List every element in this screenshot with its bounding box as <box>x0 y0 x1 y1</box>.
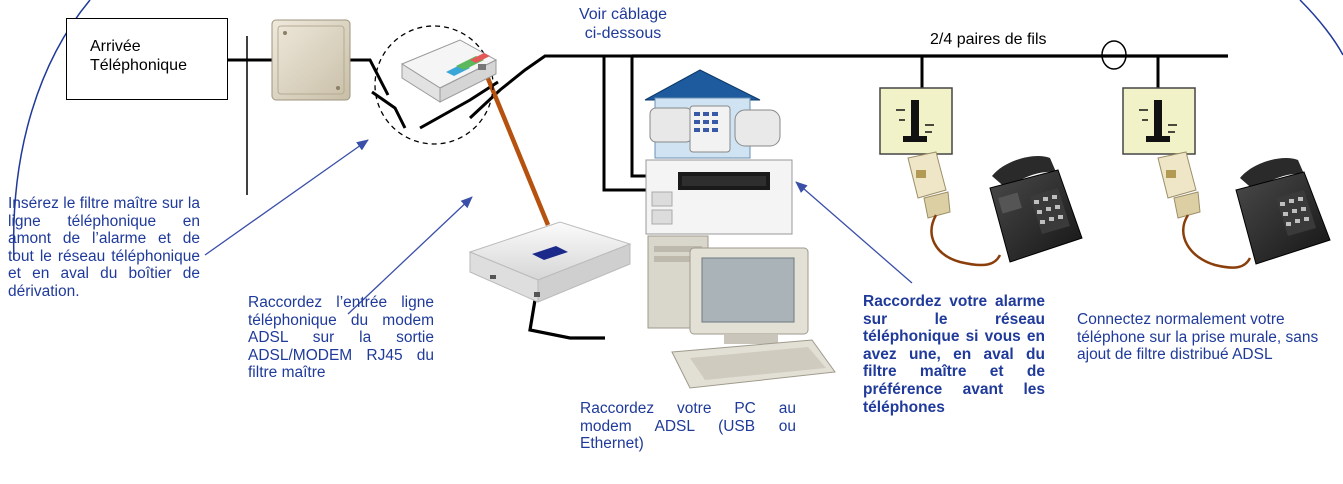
desk-phone-icon <box>989 156 1083 263</box>
arrow-to-alarm <box>795 181 913 284</box>
instruction-pc: Raccordez votre PC au modem ADSL (USB ou… <box>580 400 796 453</box>
instruction-modem: Raccordez l’entrée ligne téléphonique du… <box>248 294 434 382</box>
wire-filter-out <box>468 54 632 120</box>
junction-box-icon <box>271 19 351 101</box>
instruction-phone: Connectez normalement votre téléphone su… <box>1077 311 1319 364</box>
instruction-alarm: Raccordez votre alarme sur le réseau tél… <box>863 293 1045 416</box>
alarm-house-icon <box>644 69 781 159</box>
right-border-arc <box>1299 0 1343 56</box>
desk-phone-icon <box>1235 158 1331 265</box>
master-filter-highlight <box>374 25 494 145</box>
adsl-modem-icon <box>468 221 632 303</box>
phone-cord <box>1182 214 1252 269</box>
wire-filter-out-2 <box>419 80 499 130</box>
incoming-line-box <box>66 18 228 100</box>
master-filter-icon <box>400 39 498 103</box>
wire-filter-in-2 <box>371 90 407 129</box>
alarm-keypad-icon <box>645 159 793 235</box>
wire-modem-to-pc <box>528 299 605 340</box>
arrow-to-filter <box>204 139 369 256</box>
arrow-to-modem <box>347 196 473 315</box>
adsl-link-wire <box>484 75 551 226</box>
wire-bundle-ring <box>1101 40 1127 70</box>
wiring-note: Voir câblage ci-dessous <box>578 6 668 42</box>
wall-socket-icon <box>879 87 953 155</box>
wire-pairs-label: 2/4 paires de fils <box>930 31 1047 48</box>
wire-junction-to-filter <box>350 58 390 96</box>
instruction-master-filter: Insérez le filtre maître sur la ligne té… <box>8 195 200 300</box>
phone-cord <box>930 214 1002 267</box>
rj11-adapter-icon <box>907 151 951 219</box>
pc-icon <box>647 235 836 389</box>
incoming-line-label: Arrivée Téléphonique <box>90 38 187 74</box>
wall-socket-icon <box>1122 87 1196 155</box>
wire-alarm-out <box>602 56 650 192</box>
rj11-adapter-icon <box>1157 151 1201 219</box>
